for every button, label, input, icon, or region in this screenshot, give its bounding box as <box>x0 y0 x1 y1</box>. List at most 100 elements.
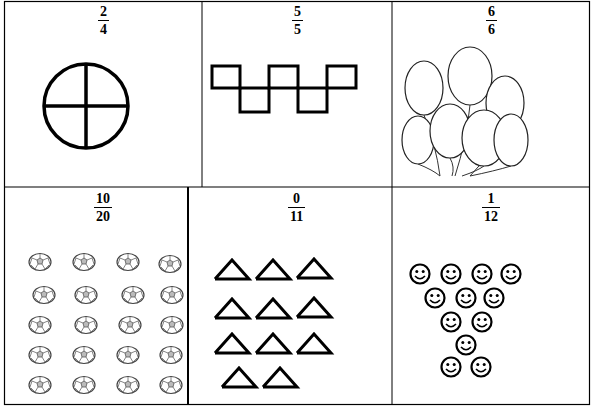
smiley-face <box>472 358 491 377</box>
numerator: 5 <box>292 4 303 19</box>
balloon <box>494 114 528 166</box>
soccer-ball <box>160 347 182 364</box>
soccer-ball <box>29 317 51 334</box>
ball-patch <box>127 321 133 327</box>
face-outline <box>411 265 430 284</box>
column-divider <box>392 187 393 405</box>
ball-patch <box>83 291 89 297</box>
numerator: 0 <box>291 191 302 206</box>
numerator: 2 <box>98 4 109 19</box>
ball-outline <box>159 256 181 273</box>
ball-patch <box>37 258 43 264</box>
square <box>240 88 269 112</box>
face-eye <box>453 318 456 321</box>
soccer-ball <box>33 287 55 304</box>
fraction: 1020 <box>94 191 112 224</box>
face-eye <box>489 294 492 297</box>
numerator: 1 <box>486 191 497 206</box>
face-mouth <box>415 276 425 279</box>
fraction: 24 <box>98 4 109 37</box>
ball-patch <box>81 258 87 264</box>
ball-patch <box>37 381 43 387</box>
ball-patch <box>81 381 87 387</box>
circle-outline <box>44 64 128 148</box>
column-divider <box>202 2 203 188</box>
ball-outline <box>119 317 141 334</box>
face-eye <box>483 363 486 366</box>
ball-seams <box>118 377 138 392</box>
smiley-face <box>473 313 492 332</box>
soccer-ball <box>161 287 183 304</box>
square-chain <box>212 66 356 112</box>
denominator: 20 <box>94 209 112 224</box>
denominator: 5 <box>292 22 303 37</box>
face-eye <box>477 318 480 321</box>
face-eye <box>446 318 449 321</box>
face-eye <box>446 270 449 273</box>
ball-patch <box>125 258 131 264</box>
soccer-ball <box>29 347 51 364</box>
soccer-balls <box>29 254 183 394</box>
smiley-face <box>485 289 504 308</box>
balloon <box>402 116 434 164</box>
face-outline <box>457 336 476 355</box>
ball-seams <box>30 254 50 269</box>
balloons <box>402 47 528 176</box>
ball-seams <box>123 287 143 302</box>
smiley-face <box>457 289 476 308</box>
smiley-face <box>502 265 521 284</box>
smiley-face <box>442 313 461 332</box>
ball-outline <box>73 347 95 364</box>
triangle <box>215 299 249 318</box>
face-outline <box>485 289 504 308</box>
face-eye <box>461 341 464 344</box>
soccer-ball <box>117 347 139 364</box>
fraction-bar <box>94 207 112 208</box>
denominator: 11 <box>288 209 305 224</box>
face-eye <box>506 270 509 273</box>
ball-patch <box>125 351 131 357</box>
smiley-face <box>411 265 430 284</box>
triangle <box>297 334 331 353</box>
ball-outline <box>29 317 51 334</box>
denominator: 12 <box>482 209 500 224</box>
ball-outline <box>75 317 97 334</box>
fraction: 011 <box>288 191 305 224</box>
face-outline <box>426 289 445 308</box>
face-eye <box>453 270 456 273</box>
face-eye <box>468 294 471 297</box>
ball-seams <box>30 377 50 392</box>
balloon-string <box>418 164 440 176</box>
ball-seams <box>30 317 50 332</box>
fraction: 66 <box>486 4 497 37</box>
face-eye <box>422 270 425 273</box>
fraction: 55 <box>292 4 303 37</box>
ball-outline <box>73 254 95 271</box>
balloon-string <box>470 166 511 176</box>
triangle <box>215 334 249 353</box>
fraction-bar <box>98 20 109 21</box>
column-divider <box>392 2 393 188</box>
ball-patch <box>125 381 131 387</box>
ball-outline <box>161 317 183 334</box>
ball-outline <box>160 347 182 364</box>
face-eye <box>484 270 487 273</box>
triangle <box>215 260 249 279</box>
ball-outline <box>122 287 144 304</box>
soccer-ball <box>75 287 97 304</box>
face-outline <box>473 265 492 284</box>
triangle <box>222 368 256 387</box>
ball-outline <box>117 377 139 394</box>
ball-patch <box>41 291 47 297</box>
ball-patch <box>81 351 87 357</box>
face-outline <box>442 358 461 377</box>
balloon <box>405 61 443 115</box>
soccer-ball <box>75 317 97 334</box>
ball-outline <box>29 377 51 394</box>
face-eye <box>496 294 499 297</box>
soccer-ball <box>117 377 139 394</box>
face-eye <box>476 363 479 366</box>
face-mouth <box>430 300 440 303</box>
smiley-face <box>473 265 492 284</box>
